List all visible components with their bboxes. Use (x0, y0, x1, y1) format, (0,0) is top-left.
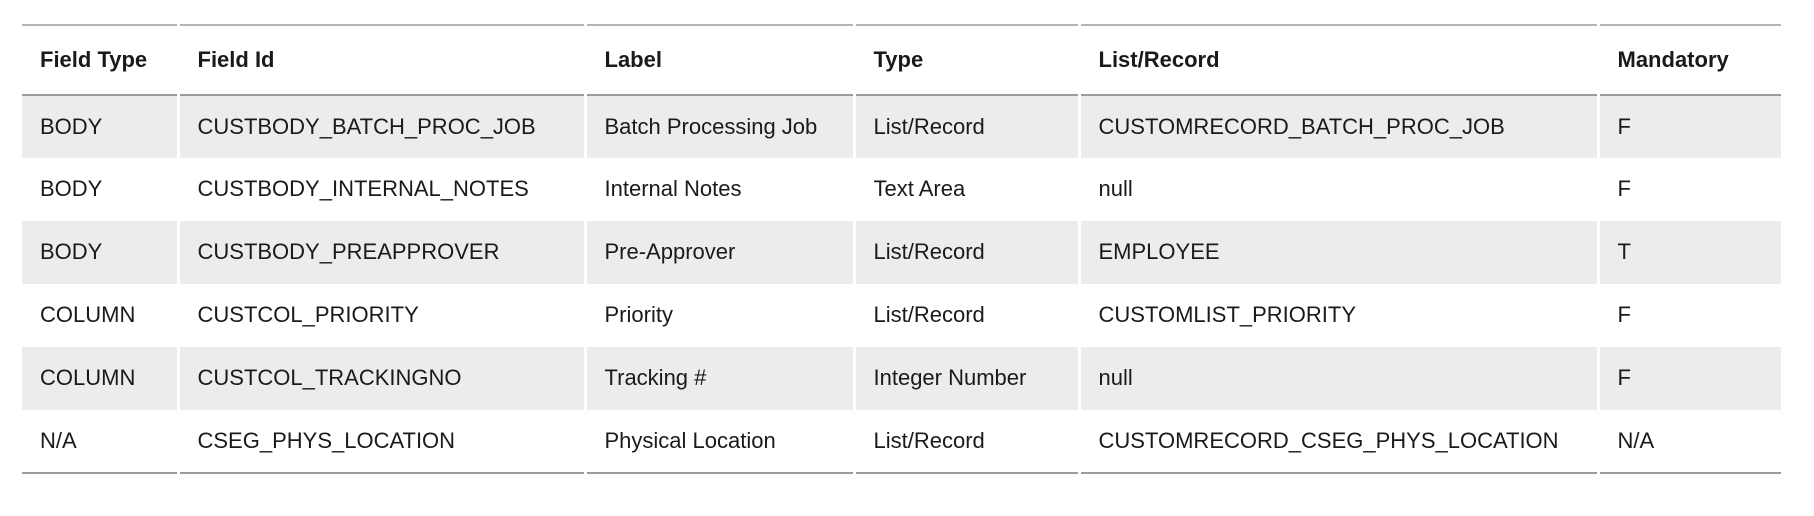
table-row: COLUMN CUSTCOL_PRIORITY Priority List/Re… (22, 284, 1781, 347)
cell-type: List/Record (852, 410, 1079, 474)
cell-field-id: CUSTCOL_PRIORITY (176, 284, 585, 347)
cell-field-id: CUSTCOL_TRACKINGNO (176, 347, 585, 410)
cell-mandatory: F (1596, 95, 1781, 158)
cell-list-record: CUSTOMRECORD_BATCH_PROC_JOB (1077, 95, 1598, 158)
custom-fields-table: Field Type Field Id Label Type List/Reco… (22, 24, 1781, 474)
cell-type: List/Record (852, 221, 1079, 284)
column-header-field-id: Field Id (176, 24, 585, 96)
cell-type: Integer Number (852, 347, 1079, 410)
table-row: BODY CUSTBODY_INTERNAL_NOTES Internal No… (22, 158, 1781, 221)
cell-field-id: CUSTBODY_BATCH_PROC_JOB (176, 95, 585, 158)
cell-mandatory: F (1596, 158, 1781, 221)
table-row: BODY CUSTBODY_BATCH_PROC_JOB Batch Proce… (22, 95, 1781, 158)
cell-mandatory: N/A (1596, 410, 1781, 474)
cell-label: Batch Processing Job (583, 95, 854, 158)
column-header-field-type: Field Type (22, 24, 178, 96)
table-row: N/A CSEG_PHYS_LOCATION Physical Location… (22, 410, 1781, 474)
cell-field-id: CUSTBODY_PREAPPROVER (176, 221, 585, 284)
cell-field-type: COLUMN (40, 302, 136, 328)
cell-label: Physical Location (583, 410, 854, 474)
cell-list-record: EMPLOYEE (1077, 221, 1598, 284)
cell-label: Pre-Approver (583, 221, 854, 284)
table-row: BODY CUSTBODY_PREAPPROVER Pre-Approver L… (22, 221, 1781, 284)
column-header-list-record: List/Record (1077, 24, 1598, 96)
cell-label: Tracking # (583, 347, 854, 410)
header-row: Field Type Field Id Label Type List/Reco… (22, 24, 1781, 96)
column-header-type: Type (852, 24, 1079, 96)
cell-type: List/Record (852, 284, 1079, 347)
cell-field-type: COLUMN (22, 347, 178, 410)
cell-list-record: CUSTOMLIST_PRIORITY (1077, 284, 1598, 347)
cell-mandatory: F (1596, 347, 1781, 410)
cell-field-type: BODY (40, 176, 103, 202)
cell-mandatory: F (1596, 284, 1781, 347)
cell-field-type: BODY (22, 95, 178, 158)
cell-type: List/Record (852, 95, 1079, 158)
cell-list-record: null (1077, 158, 1598, 221)
column-header-label: Label (583, 24, 854, 96)
cell-type: Text Area (852, 158, 1079, 221)
cell-field-id: CUSTBODY_INTERNAL_NOTES (176, 158, 585, 221)
cell-field-id: CSEG_PHYS_LOCATION (176, 410, 585, 474)
cell-list-record: null (1077, 347, 1598, 410)
cell-field-type: N/A (22, 410, 178, 474)
table-row: COLUMN CUSTCOL_TRACKINGNO Tracking # Int… (22, 347, 1781, 410)
fields-table: Field Type Field Id Label Type List/Reco… (22, 24, 1781, 474)
cell-label: Priority (583, 284, 854, 347)
cell-list-record: CUSTOMRECORD_CSEG_PHYS_LOCATION (1077, 410, 1598, 474)
cell-mandatory: T (1596, 221, 1781, 284)
column-header-mandatory: Mandatory (1596, 24, 1781, 96)
cell-field-type: BODY (22, 221, 178, 284)
cell-label: Internal Notes (583, 158, 854, 221)
